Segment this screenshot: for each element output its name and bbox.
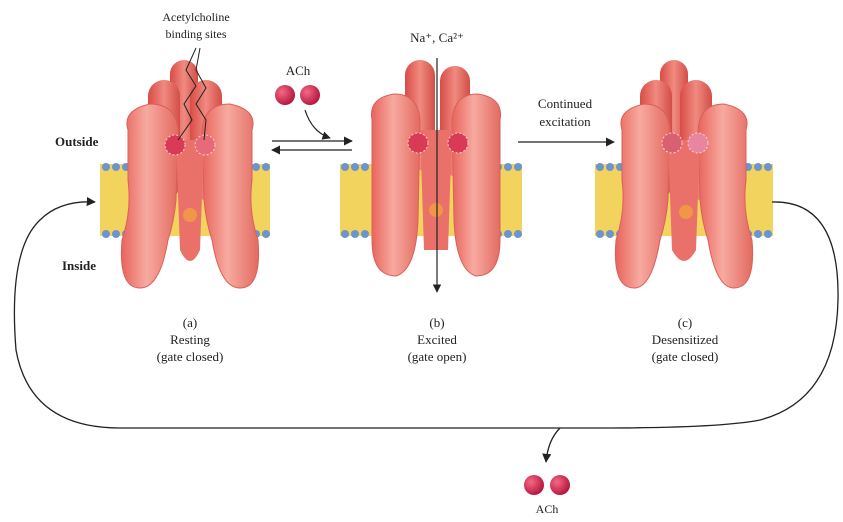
inside-label: Inside: [62, 258, 96, 274]
ach-bottom-label: ACh: [536, 502, 559, 517]
binding-site-icon: [195, 135, 215, 155]
state-name: Excited: [408, 331, 467, 348]
ach-release-arrow: [546, 428, 560, 462]
state-gate: (gate closed): [157, 348, 224, 365]
state-caption-excited: (b) Excited (gate open): [408, 314, 467, 365]
channel-excited: [371, 60, 500, 276]
gate-icon: [679, 205, 693, 219]
binding-site-icon: [688, 133, 708, 153]
state-caption-desensitized: (c) Desensitized (gate closed): [652, 314, 719, 365]
ions-label: Na⁺, Ca²⁺: [410, 30, 464, 46]
state-caption-resting: (a) Resting (gate closed): [157, 314, 224, 365]
state-gate: (gate closed): [652, 348, 719, 365]
binding-sites-label-line1: Acetylcholine: [162, 10, 229, 25]
state-letter: (c): [652, 314, 719, 331]
binding-site-icon: [448, 133, 468, 153]
channel-desensitized: [615, 60, 752, 288]
state-name: Desensitized: [652, 331, 719, 348]
state-letter: (b): [408, 314, 467, 331]
gate-icon: [183, 208, 197, 222]
state-name: Resting: [157, 331, 224, 348]
binding-site-icon: [408, 133, 428, 153]
binding-sites-label-line2: binding sites: [165, 27, 226, 42]
state-gate: (gate open): [408, 348, 467, 365]
outside-label: Outside: [55, 134, 98, 150]
binding-site-icon: [662, 133, 682, 153]
ach-binding-arrow: [305, 110, 330, 138]
continued-label-line1: Continued: [538, 96, 592, 112]
binding-site-icon: [165, 135, 185, 155]
ach-molecule-top: [275, 85, 320, 105]
ach-top-label: ACh: [286, 63, 311, 79]
ach-molecule-bottom: [524, 475, 570, 495]
state-letter: (a): [157, 314, 224, 331]
gate-icon: [429, 203, 443, 217]
continued-label-line2: excitation: [539, 114, 590, 130]
